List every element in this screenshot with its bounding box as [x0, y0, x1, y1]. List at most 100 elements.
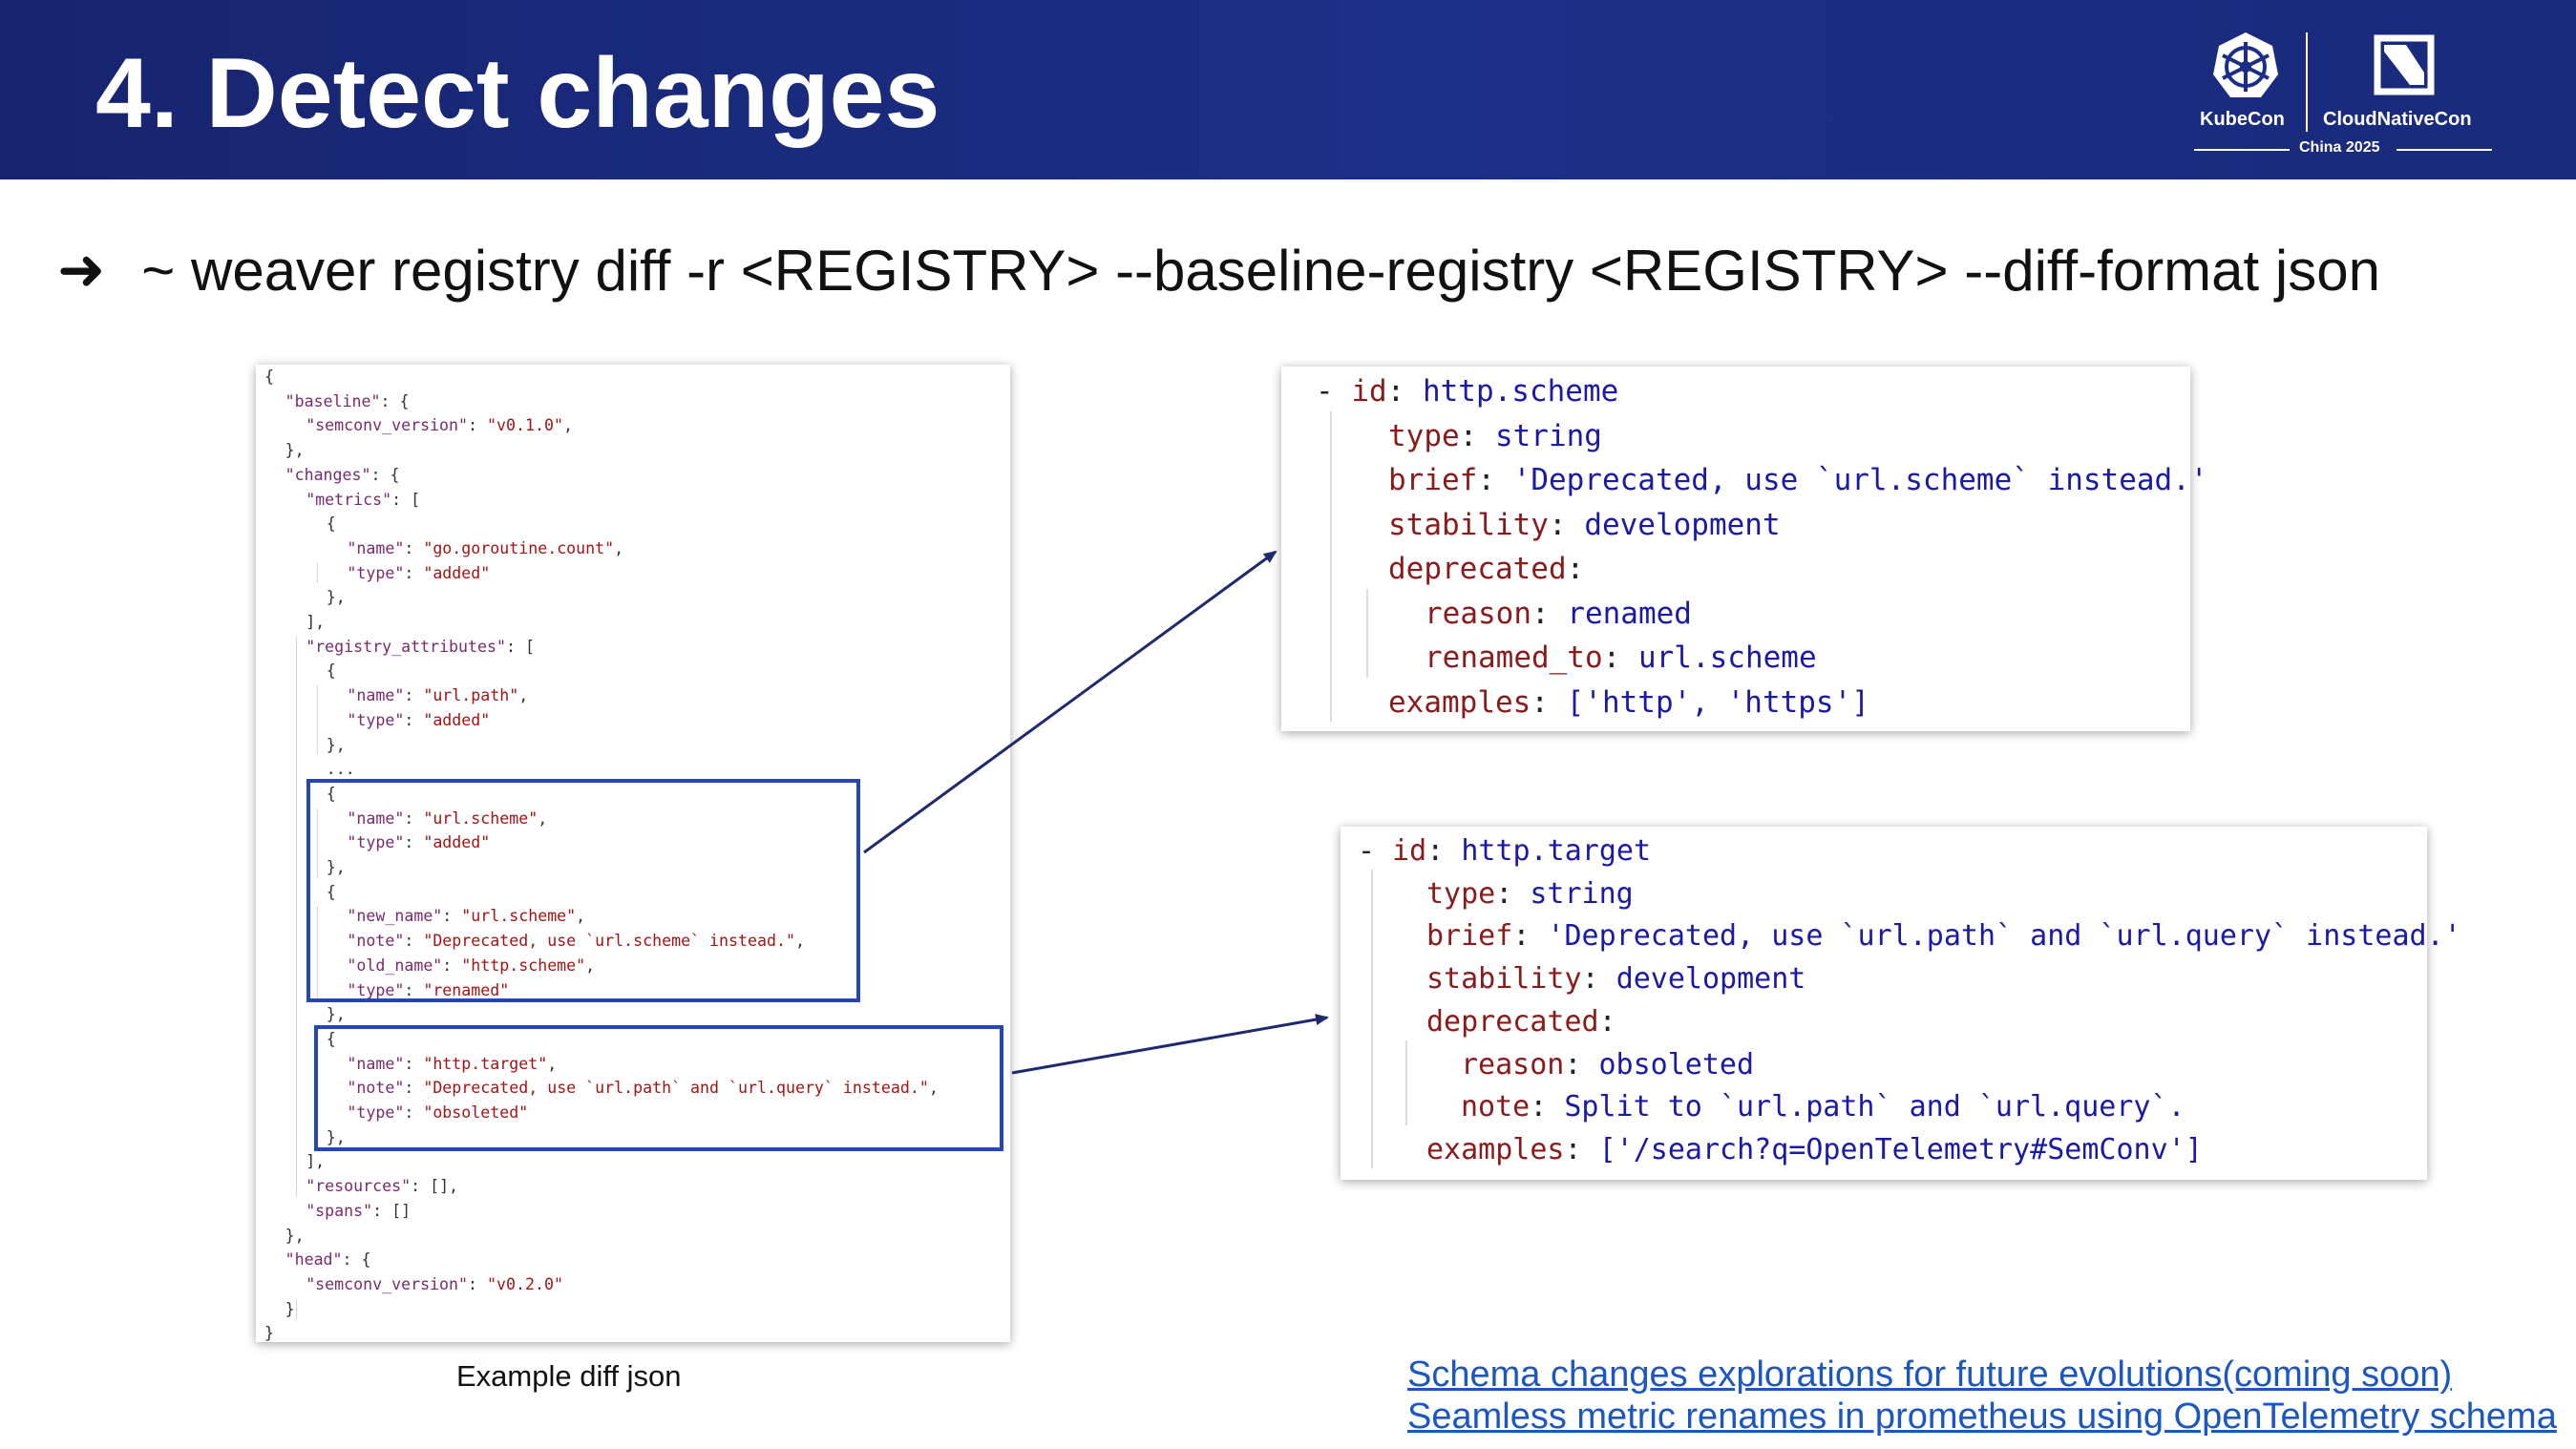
renamed-highlight-box — [306, 779, 860, 1002]
yaml-key: brief — [1426, 919, 1513, 954]
json-punct: : { — [380, 391, 410, 410]
json-line: "semconv_version": "v0.2.0" — [306, 1272, 563, 1296]
indent-guide — [316, 808, 318, 878]
json-key: "note" — [347, 1079, 405, 1098]
yaml-key: stability — [1426, 962, 1582, 997]
json-key: "metrics" — [306, 490, 392, 509]
schema-changes-link[interactable]: Schema changes explorations for future e… — [1407, 1354, 2453, 1395]
json-punct: , — [585, 956, 596, 975]
json-punct: } — [264, 1324, 274, 1343]
json-line: }, — [327, 585, 346, 609]
json-punct: : — [468, 416, 488, 435]
json-punct: : — [404, 1079, 424, 1098]
yaml-value: url.scheme — [1637, 640, 1817, 675]
json-punct: : — [442, 907, 462, 926]
json-line: }, — [327, 1002, 346, 1026]
json-punct: { — [326, 1029, 336, 1048]
json-punct: : — [404, 833, 424, 852]
json-string: "http.target" — [423, 1054, 548, 1073]
indent-guide — [296, 636, 298, 1197]
json-punct: : — [404, 538, 424, 557]
weaver-command: ~ weaver registry diff -r <REGISTRY> --b… — [141, 238, 2380, 303]
obsoleted-highlight-box — [314, 1025, 1003, 1151]
yaml-key: reason — [1425, 596, 1531, 631]
yaml-line: examples: ['/search?q=OpenTelemetry#SemC… — [1426, 1132, 2203, 1166]
json-punct: }, — [326, 1005, 346, 1024]
json-key: "name" — [347, 538, 405, 557]
json-key: "type" — [347, 980, 405, 999]
json-key: "spans" — [306, 1201, 373, 1220]
json-line: }, — [327, 855, 346, 879]
json-line: }, — [285, 438, 305, 462]
yaml-value: obsoleted — [1598, 1047, 1755, 1082]
cloudnativecon-wordmark: CloudNativeCon — [2323, 109, 2472, 130]
json-line: "type": "added" — [347, 561, 490, 585]
json-string: "renamed" — [423, 980, 510, 999]
json-line: { — [264, 365, 274, 388]
yaml-value: http.target — [1461, 834, 1652, 868]
json-string: "url.path" — [423, 686, 519, 705]
json-punct: { — [326, 514, 336, 534]
json-punct: { — [326, 882, 336, 901]
json-key: "baseline" — [285, 391, 381, 410]
json-line: }, — [327, 1125, 346, 1149]
yaml-dash: - — [1316, 374, 1352, 409]
json-line: "semconv_version": "v0.1.0", — [306, 413, 573, 437]
yaml-line: deprecated: — [1426, 1004, 1616, 1039]
json-line: { — [327, 659, 336, 682]
indent-guide — [316, 685, 318, 756]
yaml-key: deprecated — [1388, 552, 1567, 586]
indent-guide — [316, 906, 318, 1001]
yaml-value: ['/search?q=OpenTelemetry#SemConv'] — [1598, 1132, 2203, 1166]
yaml-value: 'Deprecated, use `url.path` and `url.que… — [1547, 919, 2461, 954]
json-line: "name": "url.scheme", — [347, 807, 547, 830]
json-line: "spans": [] — [306, 1199, 411, 1223]
yaml-indent-bar — [1330, 410, 1333, 722]
yaml-value: ['http', 'https'] — [1566, 684, 1869, 720]
yaml-line: reason: renamed — [1425, 596, 1692, 631]
json-key: "changes" — [285, 465, 371, 484]
json-key: "type" — [347, 1103, 405, 1122]
yaml-indent-bar — [1405, 1040, 1408, 1125]
json-punct: }, — [326, 858, 346, 876]
json-line: "metrics": [ — [306, 488, 420, 512]
json-string: "go.goroutine.count" — [423, 538, 615, 557]
yaml-line: renamed_to: url.scheme — [1425, 640, 1817, 675]
json-punct: }, — [285, 441, 305, 460]
json-punct: , — [576, 907, 586, 926]
json-line: "name": "http.target", — [347, 1052, 557, 1076]
json-line: ... — [327, 757, 355, 781]
json-line: { — [327, 1027, 336, 1051]
json-punct: : { — [342, 1250, 371, 1270]
yaml-key: examples — [1388, 684, 1531, 720]
right-arrow-icon: ➜ — [57, 237, 106, 304]
json-line: "type": "renamed" — [347, 978, 509, 1002]
yaml-indent-bar — [1371, 869, 1374, 1168]
json-punct: : — [442, 956, 462, 975]
json-string: "added" — [423, 833, 491, 852]
json-line: } — [264, 1321, 274, 1345]
json-string: "url.scheme" — [461, 907, 577, 926]
json-punct: : — [404, 563, 424, 582]
json-line: "head": { — [285, 1248, 371, 1271]
json-punct: , — [538, 808, 548, 828]
metric-renames-link[interactable]: Seamless metric renames in prometheus us… — [1407, 1396, 2557, 1437]
yaml-line: note: Split to `url.path` and `url.query… — [1461, 1090, 2185, 1124]
json-string: "http.scheme" — [461, 956, 586, 975]
json-key: "type" — [347, 833, 405, 852]
json-line: "registry_attributes": [ — [306, 635, 535, 659]
json-key: "registry_attributes" — [306, 637, 506, 656]
json-key: "name" — [347, 808, 405, 828]
indent-guide — [316, 562, 318, 584]
json-string: "obsoleted" — [423, 1103, 529, 1122]
json-string: "added" — [423, 563, 491, 582]
arrow-to-http-target — [1011, 1014, 1329, 1075]
json-punct: : — [404, 1103, 424, 1122]
json-punct: : — [404, 686, 424, 705]
yaml-line: stability: development — [1426, 962, 1806, 997]
json-key: "head" — [285, 1250, 343, 1270]
yaml-key: examples — [1426, 1132, 1565, 1166]
yaml-key: id — [1392, 834, 1427, 868]
